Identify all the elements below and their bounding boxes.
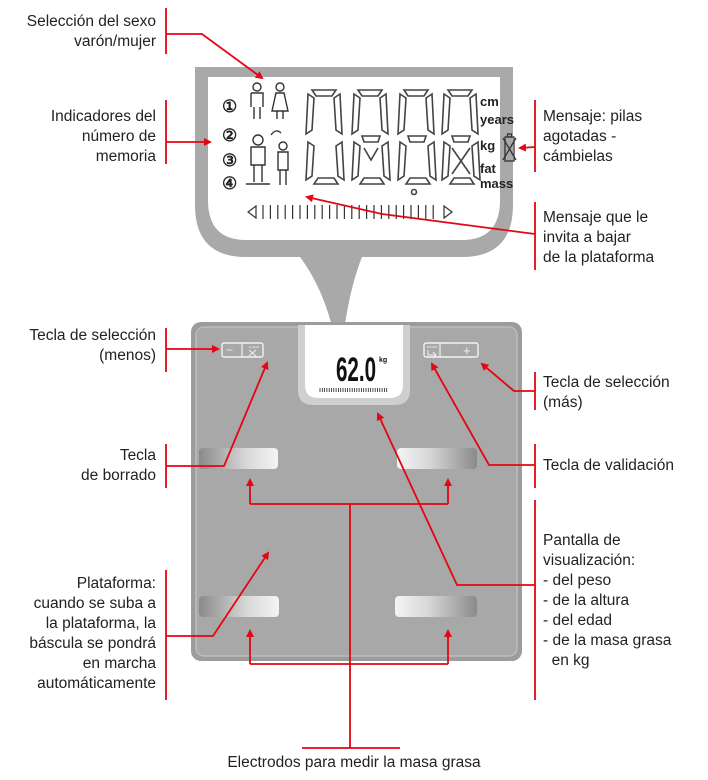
electrode-top-left: [199, 448, 278, 469]
lcd-digits: [305, 89, 481, 196]
memory-number-2: ②: [222, 126, 237, 145]
label-line: (más): [543, 394, 583, 411]
memory-number-1: ①: [222, 97, 237, 116]
label-line: - del peso: [543, 572, 612, 589]
label-line: Pantalla de: [543, 532, 621, 549]
label-memory-indicators: Indicadores del número de memoria: [0, 107, 156, 167]
label-minus-key: Tecla de selección (menos): [0, 326, 156, 366]
label-plus-key: Tecla de selección (más): [543, 373, 703, 413]
memory-number-4: ④: [222, 174, 237, 193]
scale-display: 62.0 kg: [298, 325, 410, 405]
label-delete-key: Tecla de borrado: [0, 446, 156, 486]
label-line: invita a bajar: [543, 229, 631, 246]
step-off-bar: [247, 204, 453, 220]
clear-icon: [248, 349, 257, 357]
electrode-bottom-left: [199, 596, 279, 617]
label-validate-key: Tecla de validación: [543, 456, 703, 476]
label-line: - de la masa grasa: [543, 632, 672, 649]
minus-clear-key[interactable]: − CLEAR: [221, 342, 264, 358]
label-line: Mensaje que le: [543, 209, 649, 226]
label-line: automáticamente: [37, 675, 156, 692]
unit-years: years: [480, 112, 514, 127]
label-line: Selección del sexo: [26, 13, 156, 30]
label-line: visualización:: [543, 552, 636, 569]
unit-mass: mass: [480, 176, 513, 191]
label-line: Tecla de validación: [543, 457, 674, 474]
label-line: (menos): [99, 347, 156, 364]
label-line: Indicadores del: [50, 108, 156, 125]
minus-icon: −: [226, 343, 233, 357]
label-line: la plataforma, la: [45, 615, 156, 632]
unit-cm: cm: [480, 94, 499, 109]
label-line: Tecla: [119, 447, 156, 464]
label-line: agotadas -: [543, 128, 617, 145]
label-sex-selection: Selección del sexo varón/mujer: [0, 12, 156, 52]
label-display-screen: Pantalla de visualización: - del peso - …: [543, 531, 703, 671]
label-line: de la plataforma: [543, 249, 655, 266]
unit-kg: kg: [480, 138, 495, 153]
unit-fat: fat: [480, 161, 497, 176]
label-line: cuando se suba a: [33, 595, 156, 612]
electrode-bottom-right: [395, 596, 477, 617]
label-line: de borrado: [81, 467, 156, 484]
label-line: - de la altura: [543, 592, 630, 609]
label-line: cámbielas: [543, 148, 613, 165]
electrode-top-right: [397, 448, 477, 469]
enter-plus-key[interactable]: ENTER +: [423, 342, 479, 359]
label-line: Mensaje: pilas: [543, 108, 643, 125]
person-measure-icon: [246, 130, 289, 185]
label-line: báscula se pondrá: [29, 635, 156, 652]
scale-body: [191, 322, 522, 661]
enter-key-text: ENTER: [427, 345, 438, 349]
female-icon: [271, 82, 289, 119]
label-line: número de: [81, 128, 156, 145]
memory-number-3: ③: [222, 151, 237, 170]
plus-icon: +: [463, 343, 471, 358]
label-line: en kg: [543, 652, 590, 669]
scale-reading: 62.0: [336, 351, 376, 389]
label-line: memoria: [95, 148, 156, 165]
scale-reading-unit: kg: [379, 357, 387, 364]
label-line: Plataforma:: [76, 575, 156, 592]
label-line: en marcha: [82, 655, 156, 672]
label-step-off-message: Mensaje que le invita a bajar de la plat…: [543, 208, 703, 268]
label-line: - del edad: [543, 612, 612, 629]
label-platform: Plataforma: cuando se suba a la platafor…: [0, 574, 156, 694]
clear-key-text: CLEAR: [249, 345, 260, 349]
label-line: varón/mujer: [74, 33, 156, 50]
label-electrodes: Electrodos para medir la masa grasa: [227, 754, 481, 771]
label-battery-message: Mensaje: pilas agotadas - cámbielas: [543, 107, 703, 167]
label-line: Tecla de selección: [29, 327, 156, 344]
lcd-units: cm years kg fat mass: [480, 94, 514, 191]
annotation-lines: [165, 8, 536, 749]
label-line: Tecla de selección: [543, 374, 670, 391]
lcd-memory-indicators: ① ② ③ ④: [222, 97, 237, 193]
